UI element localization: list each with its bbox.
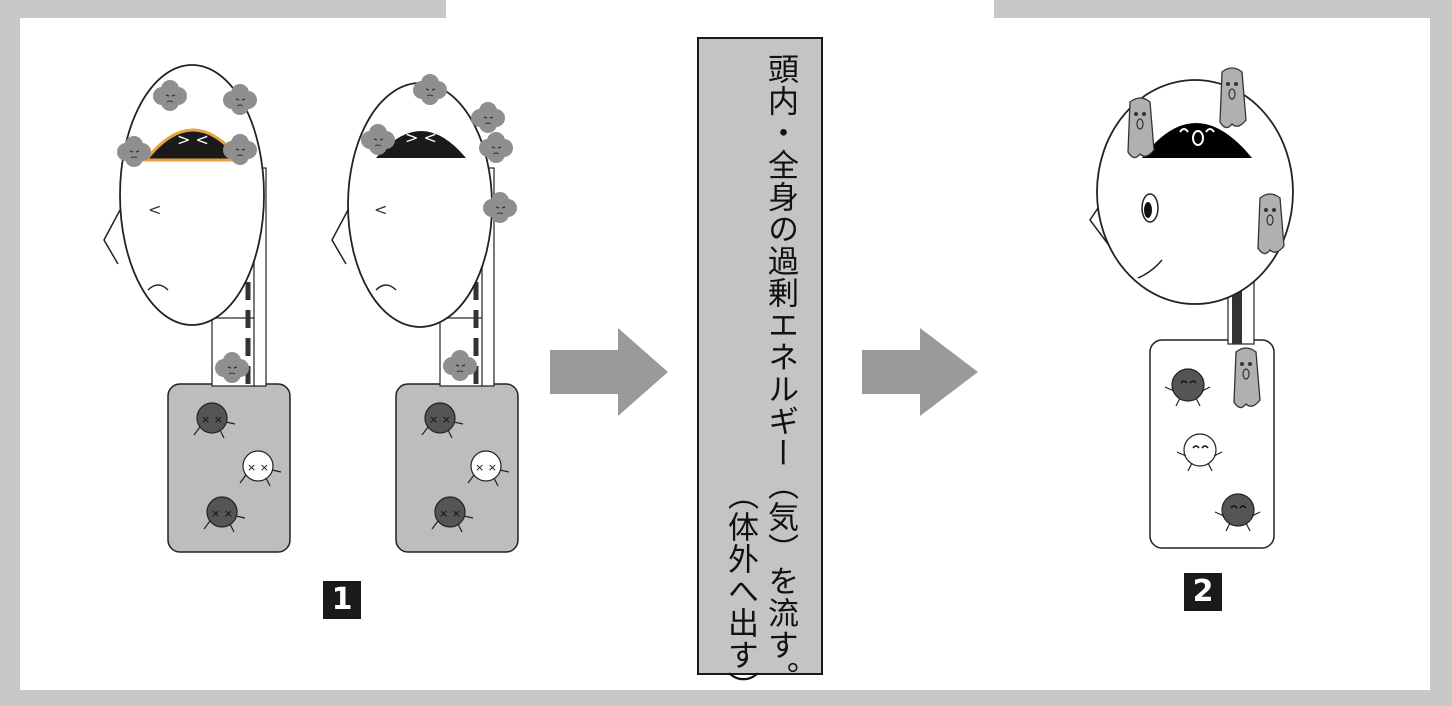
caption-sub: （体外へ出す） [722, 479, 758, 703]
head [1096, 79, 1294, 305]
brain-open-mouth [1192, 130, 1204, 146]
arrow-right-icon [862, 328, 978, 416]
squinting-eye: < [374, 200, 387, 219]
smile-mouth [1137, 259, 1163, 279]
figure-1-person-a: > < < [103, 64, 291, 553]
energy-spirit [1233, 347, 1261, 409]
brain-happy-eyes [1179, 128, 1215, 133]
energy-spirit [1257, 193, 1285, 255]
stage-1-badge: 1 [323, 581, 361, 619]
figure-1-person-b: > < < [331, 73, 519, 553]
pupil [1144, 202, 1152, 218]
squinting-eye: < [148, 200, 161, 219]
brain [376, 131, 466, 158]
figure-2-person [1089, 67, 1294, 549]
energy-spirit [1219, 67, 1247, 129]
head [119, 64, 265, 326]
center-caption-box: 頭内・全身の過剰エネルギー（気）を流す。 （体外へ出す） [697, 37, 823, 703]
head [347, 82, 493, 328]
frown-mouth [147, 284, 169, 291]
stage-2-badge: 2 [1184, 573, 1222, 611]
caption-main: 頭内・全身の過剰エネルギー（気）を流す。 [762, 53, 798, 693]
brain [1142, 123, 1252, 158]
arrow-right-icon [550, 328, 668, 416]
ear [103, 209, 121, 265]
frame-top-notch [446, 0, 994, 18]
brain-squint-face: > < [177, 130, 209, 149]
brain-squint-face: > < [405, 128, 437, 147]
frown-mouth [375, 284, 397, 291]
energy-spirit [1127, 97, 1155, 159]
ear [331, 209, 349, 265]
